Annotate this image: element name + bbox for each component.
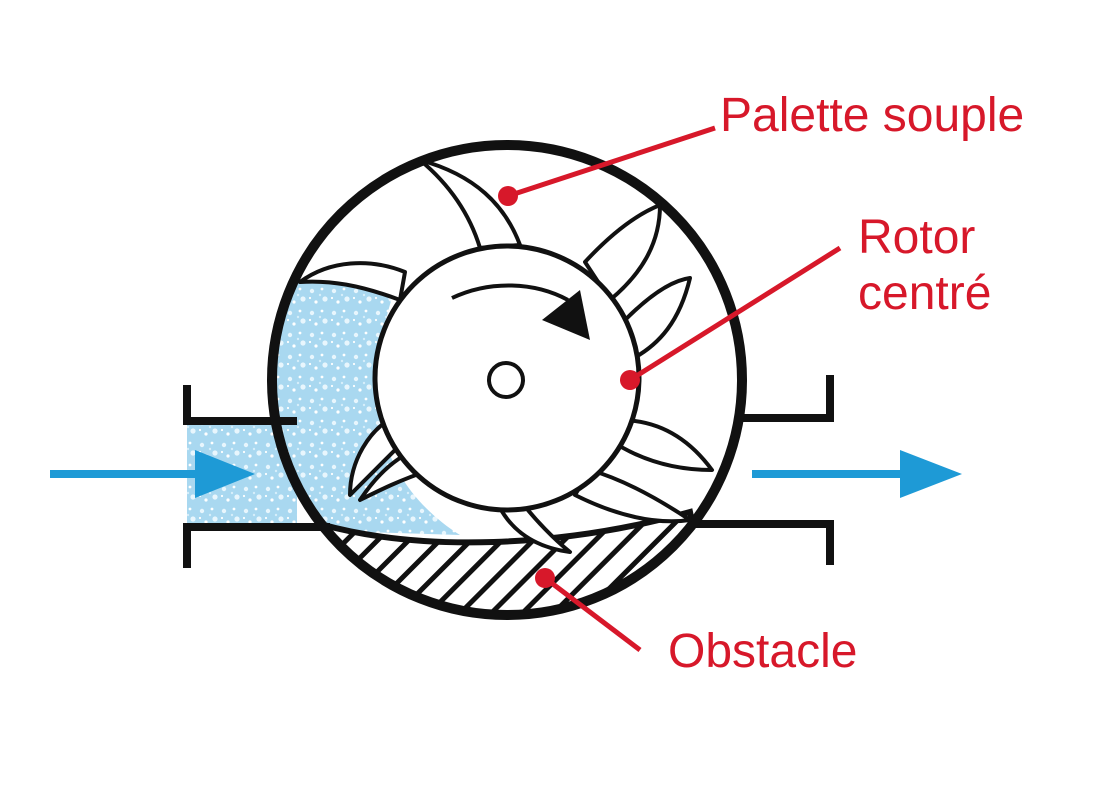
inlet-pipe <box>183 385 330 568</box>
label-flexible-vane: Palette souple <box>720 89 1025 142</box>
outlet-arrow <box>752 450 962 498</box>
annotation-leaders <box>498 125 842 652</box>
curved-arrow-clockwise-icon <box>542 290 590 340</box>
label-obstacle: Obstacle <box>668 625 858 678</box>
arrow-right-icon <box>900 450 962 498</box>
rotor-hub <box>487 361 525 399</box>
flexible-vanes <box>298 158 714 554</box>
casing-fluid <box>272 280 460 535</box>
rotation-arrow <box>451 283 569 302</box>
pump-casing <box>267 140 747 620</box>
arrow-right-icon <box>195 450 255 498</box>
label-rotor-line2: centré <box>858 267 992 320</box>
inlet-arrow <box>50 450 255 498</box>
outlet-pipe <box>690 375 834 565</box>
label-rotor-line1: Rotor <box>858 211 976 264</box>
label-centered-rotor: Rotor centré <box>858 210 991 322</box>
